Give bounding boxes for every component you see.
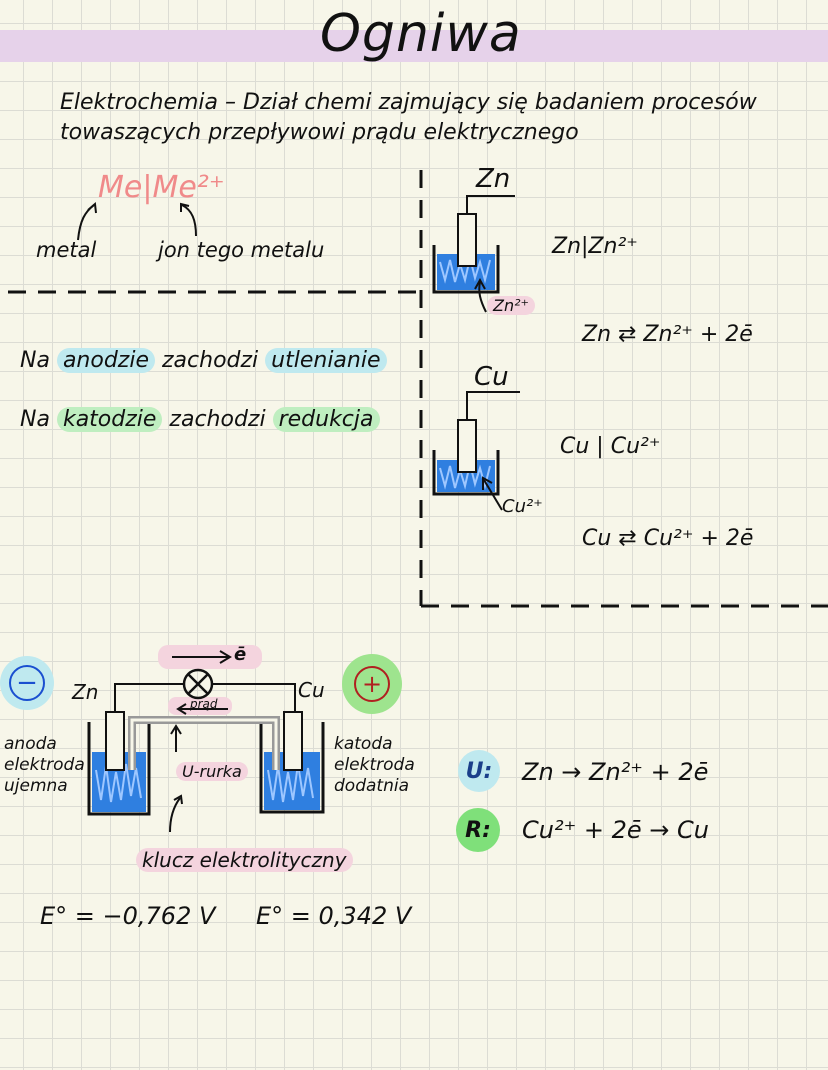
minus-sign: − [9,665,45,701]
cathode-mid: zachodzi [169,407,266,432]
anode-line-3: ujemna [4,776,68,796]
cathode-line-2: elektroda [334,755,415,775]
zn-ion-label: Zn²⁺ [487,296,535,315]
definition-line-1: Elektrochemia – Dział chemi zajmujący si… [60,90,757,115]
cathode-line-3: dodatnia [334,776,409,796]
cu-ion-label: Cu²⁺ [502,496,543,517]
reduction-equation: Cu²⁺ + 2ē → Cu [522,816,709,844]
definition-line-2: towaszących przepływowi prądu elektryczn… [60,120,579,145]
metal-label: metal [36,238,97,262]
salt-bridge-text: klucz elektrolityczny [136,848,353,872]
zn-ion-text: Zn²⁺ [487,296,535,315]
cu-potential: E° = 0,342 V [256,902,412,930]
oxidation-tag-badge: U: [458,750,500,792]
metal-arrow [77,204,95,241]
minus-badge: − [0,656,54,710]
anode-mid: zachodzi [162,348,259,373]
zn-potential: E° = −0,762 V [40,902,216,930]
zn-electrode-label: Zn [476,164,511,194]
cathode-line-1: katoda [334,734,393,754]
anode-rule: Na anodzie zachodzi utlenianie [20,348,387,373]
plus-sign: + [354,666,390,702]
u-tube-text: U-rurka [176,762,248,781]
page-title: Ogniwa [320,4,522,64]
zn-beaker-drawing [432,195,515,313]
cathode-prefix: Na [20,407,50,432]
reduction-tag-badge: R: [456,808,500,852]
anode-line-2: elektroda [4,755,85,775]
electron-flow-label: ē [234,644,247,665]
anode-labels: anoda elektroda ujemna [4,734,85,797]
reduction-tag: R: [465,817,491,843]
cathode-word: katodzie [56,407,163,432]
zn-notation: Zn|Zn²⁺ [552,234,638,259]
cu-electrode-label: Cu [474,362,509,392]
ion-label: jon tego metalu [158,238,325,262]
u-tube-label: U-rurka [176,762,248,781]
zn-equation: Zn ⇄ Zn²⁺ + 2ē [582,322,753,347]
current-label: prąd [190,697,218,711]
ion-arrow [181,204,197,237]
cathode-process: redukcja [272,407,380,432]
plus-badge: + [342,654,402,714]
salt-bridge-label: klucz elektrolityczny [136,848,353,872]
cell-right-metal: Cu [298,678,325,702]
cathode-rule: Na katodzie zachodzi redukcja [20,407,380,432]
cu-notation: Cu | Cu²⁺ [560,434,661,459]
cu-beaker-drawing [432,391,520,511]
anode-word: anodzie [56,348,155,373]
anode-prefix: Na [20,348,50,373]
cell-left-metal: Zn [72,680,99,704]
anode-line-1: anoda [4,734,57,754]
oxidation-equation: Zn → Zn²⁺ + 2ē [522,758,709,786]
me-pair-notation: Me|Me²⁺ [98,170,225,205]
galvanic-cell-drawing [87,645,325,833]
cathode-labels: katoda elektroda dodatnia [334,734,415,797]
oxidation-tag: U: [465,758,493,784]
title-band [0,30,828,62]
anode-process: utlenianie [265,348,387,373]
cu-equation: Cu ⇄ Cu²⁺ + 2ē [582,526,754,551]
